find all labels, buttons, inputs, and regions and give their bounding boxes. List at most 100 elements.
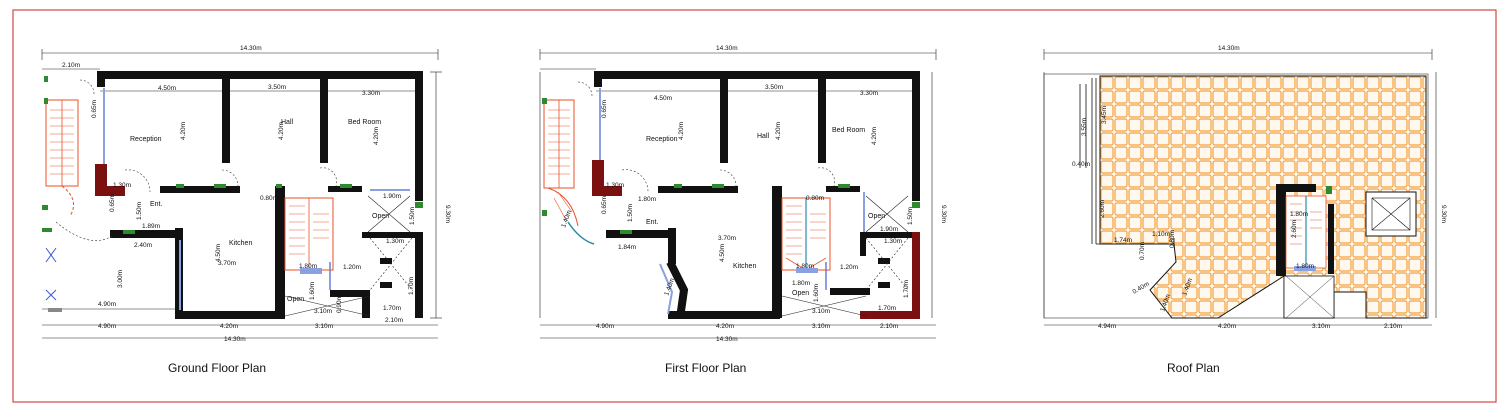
first-dim-open2-w: 3.10m bbox=[812, 308, 830, 315]
ground-dim-ent-b: 1.89m bbox=[142, 223, 160, 230]
ground-stair-left bbox=[42, 76, 79, 312]
ground-dim-bed-d: 4.20m bbox=[373, 127, 380, 145]
ground-dim-left-w: 4.90m bbox=[98, 301, 116, 308]
first-windows bbox=[620, 184, 920, 234]
roof-dim-small-e: 0.40m bbox=[1132, 281, 1151, 296]
roof-dim-bottom-3: 3.10m bbox=[1312, 323, 1330, 330]
ground-room-bed: Bed Room bbox=[348, 119, 381, 126]
first-dimension-lines bbox=[539, 49, 937, 339]
first-dim-open2-a: 1.80m bbox=[792, 280, 810, 287]
roof-dim-bottom-2: 4.20m bbox=[1218, 323, 1236, 330]
first-dim-ent-a: 1.30m bbox=[606, 182, 624, 189]
first-dim-bottom-1: 4.90m bbox=[596, 323, 614, 330]
ground-dim-ent-d: 1.50m bbox=[136, 202, 143, 220]
roof-plan: 14.30m 3.55m 3.45m 0.40m 2.60m 1.74m 1.1… bbox=[1043, 45, 1447, 330]
ground-dim-total-width: 14.30m bbox=[240, 45, 262, 52]
first-open-x bbox=[781, 195, 909, 317]
ground-dim-small-b: 0.90m bbox=[336, 295, 343, 313]
first-room-hall: Hall bbox=[757, 133, 770, 140]
roof-skylight bbox=[1365, 191, 1417, 237]
first-room-open2: Open bbox=[792, 290, 809, 297]
ground-dim-open1-w: 1.90m bbox=[383, 193, 401, 200]
first-dim-kitchen-w: 3.70m bbox=[718, 235, 736, 242]
first-dim-ent-d: 1.50m bbox=[627, 204, 634, 222]
first-room-reception: Reception bbox=[646, 136, 678, 143]
ground-dim-kitchen-d: 4.50m bbox=[215, 244, 222, 262]
ground-dim-total-depth: 9.30m bbox=[444, 205, 451, 223]
ground-dim-door-a: 0.80m bbox=[260, 195, 278, 202]
roof-dim-small-c: 0.80m bbox=[1169, 230, 1176, 248]
roof-dim-stair-a: 1.80m bbox=[1290, 211, 1308, 218]
roof-dimension-lines bbox=[1043, 49, 1437, 326]
ground-dim-open2-w: 3.10m bbox=[314, 308, 332, 315]
roof-dim-stair-w: 1.80m bbox=[1296, 263, 1314, 270]
ground-dim-ent-e: 2.40m bbox=[134, 242, 152, 249]
ground-dim-stair-width: 2.10m bbox=[62, 62, 80, 69]
ground-dim-wall-a: 0.65m bbox=[91, 100, 98, 118]
ground-room-open1: Open bbox=[372, 213, 389, 220]
ground-room-labels: Reception Hall Bed Room Ent. Kitchen Ope… bbox=[130, 119, 389, 303]
first-room-kitchen: Kitchen bbox=[733, 263, 756, 270]
ground-dim-stair2-w: 1.80m bbox=[299, 263, 317, 270]
first-dim-open1-b: 1.30m bbox=[884, 238, 902, 245]
first-room-labels: Reception Hall Bed Room Ent. Kitchen Ope… bbox=[646, 127, 885, 297]
ground-dim-hall-w: 3.50m bbox=[268, 84, 286, 91]
first-dim-stair-w: 1.80m bbox=[796, 263, 814, 270]
roof-stair-core bbox=[1276, 184, 1335, 319]
ground-dim-bottom-1: 4.90m bbox=[98, 323, 116, 330]
ground-dim-right-w: 1.70m bbox=[383, 305, 401, 312]
ground-dim-bed-w: 3.30m bbox=[362, 90, 380, 97]
ground-dim-bottom-3: 3.10m bbox=[315, 323, 333, 330]
first-dim-ent-e: 1.84m bbox=[618, 244, 636, 251]
first-dim-ent-c: 0.65m bbox=[601, 196, 608, 214]
ground-dim-open1-d: 1.50m bbox=[409, 207, 416, 225]
ground-dim-bottom-2: 4.20m bbox=[220, 323, 238, 330]
ground-open-x bbox=[284, 195, 413, 317]
ground-dim-open1-b: 1.30m bbox=[386, 238, 404, 245]
ground-dim-right-b: 2.10m bbox=[385, 317, 403, 324]
roof-dim-side-c: 0.40m bbox=[1072, 161, 1090, 168]
ground-dim-door-b: 1.20m bbox=[343, 264, 361, 271]
roof-dim-stair-b: 2.60m bbox=[1291, 220, 1298, 238]
ground-room-open2: Open bbox=[287, 296, 304, 303]
ground-dim-left-d: 3.00m bbox=[117, 270, 124, 288]
roof-dim-bottom-1: 4.94m bbox=[1098, 323, 1116, 330]
ground-dim-kitchen-w: 3.70m bbox=[218, 260, 236, 267]
first-dim-reception-w: 4.50m bbox=[654, 95, 672, 102]
first-floor-plan: 14.30m 4.50m 3.50m 3.30m 4.20m 4.20m 4.2… bbox=[539, 45, 947, 343]
first-dim-bottom-3: 3.10m bbox=[812, 323, 830, 330]
ground-floor-plan: 14.30m 2.10m 4.50m 3.50m 3.30m 4.20m 4.2… bbox=[41, 45, 451, 343]
first-stair-left bbox=[542, 98, 595, 245]
first-doors bbox=[577, 81, 835, 193]
ground-room-reception: Reception bbox=[130, 136, 162, 143]
first-dim-total-width: 14.30m bbox=[716, 45, 738, 52]
first-tilted-wall bbox=[659, 260, 689, 319]
first-dim-curve-b: 1.40m bbox=[663, 277, 676, 296]
ground-dimension-labels: 14.30m 2.10m 4.50m 3.50m 3.30m 4.20m 4.2… bbox=[62, 45, 451, 343]
ground-room-kitchen: Kitchen bbox=[229, 240, 252, 247]
ground-dim-reception-d: 4.20m bbox=[180, 122, 187, 140]
roof-dim-bottom-4: 2.10m bbox=[1384, 323, 1402, 330]
roof-dim-small-b: 1.10m bbox=[1152, 231, 1170, 238]
roof-dim-side-d: 2.60m bbox=[1099, 200, 1106, 218]
first-dim-bottom-total: 14.30m bbox=[716, 336, 738, 343]
first-dim-right-w: 1.70m bbox=[878, 305, 896, 312]
roof-dim-small-a: 1.74m bbox=[1114, 237, 1132, 244]
first-dim-hall-w: 3.50m bbox=[765, 84, 783, 91]
first-dim-hall-d: 4.20m bbox=[775, 122, 782, 140]
first-dim-kitchen-d: 4.50m bbox=[719, 244, 726, 262]
first-columns bbox=[592, 160, 920, 319]
first-glass bbox=[599, 88, 865, 290]
first-dim-door-a: 0.80m bbox=[806, 195, 824, 202]
ground-room-ent: Ent. bbox=[150, 201, 163, 208]
first-dim-door-b: 1.20m bbox=[840, 264, 858, 271]
roof-dim-total-width: 14.30m bbox=[1218, 45, 1240, 52]
ground-columns bbox=[95, 164, 125, 196]
ground-dim-ent-a: 1.30m bbox=[113, 182, 131, 189]
roof-dim-side-b: 3.45m bbox=[1101, 106, 1108, 124]
ground-dim-reception-w: 4.50m bbox=[158, 85, 176, 92]
ground-dim-hall-d: 4.20m bbox=[278, 122, 285, 140]
first-dim-reception-d: 4.20m bbox=[678, 122, 685, 140]
ground-windows bbox=[123, 184, 423, 234]
